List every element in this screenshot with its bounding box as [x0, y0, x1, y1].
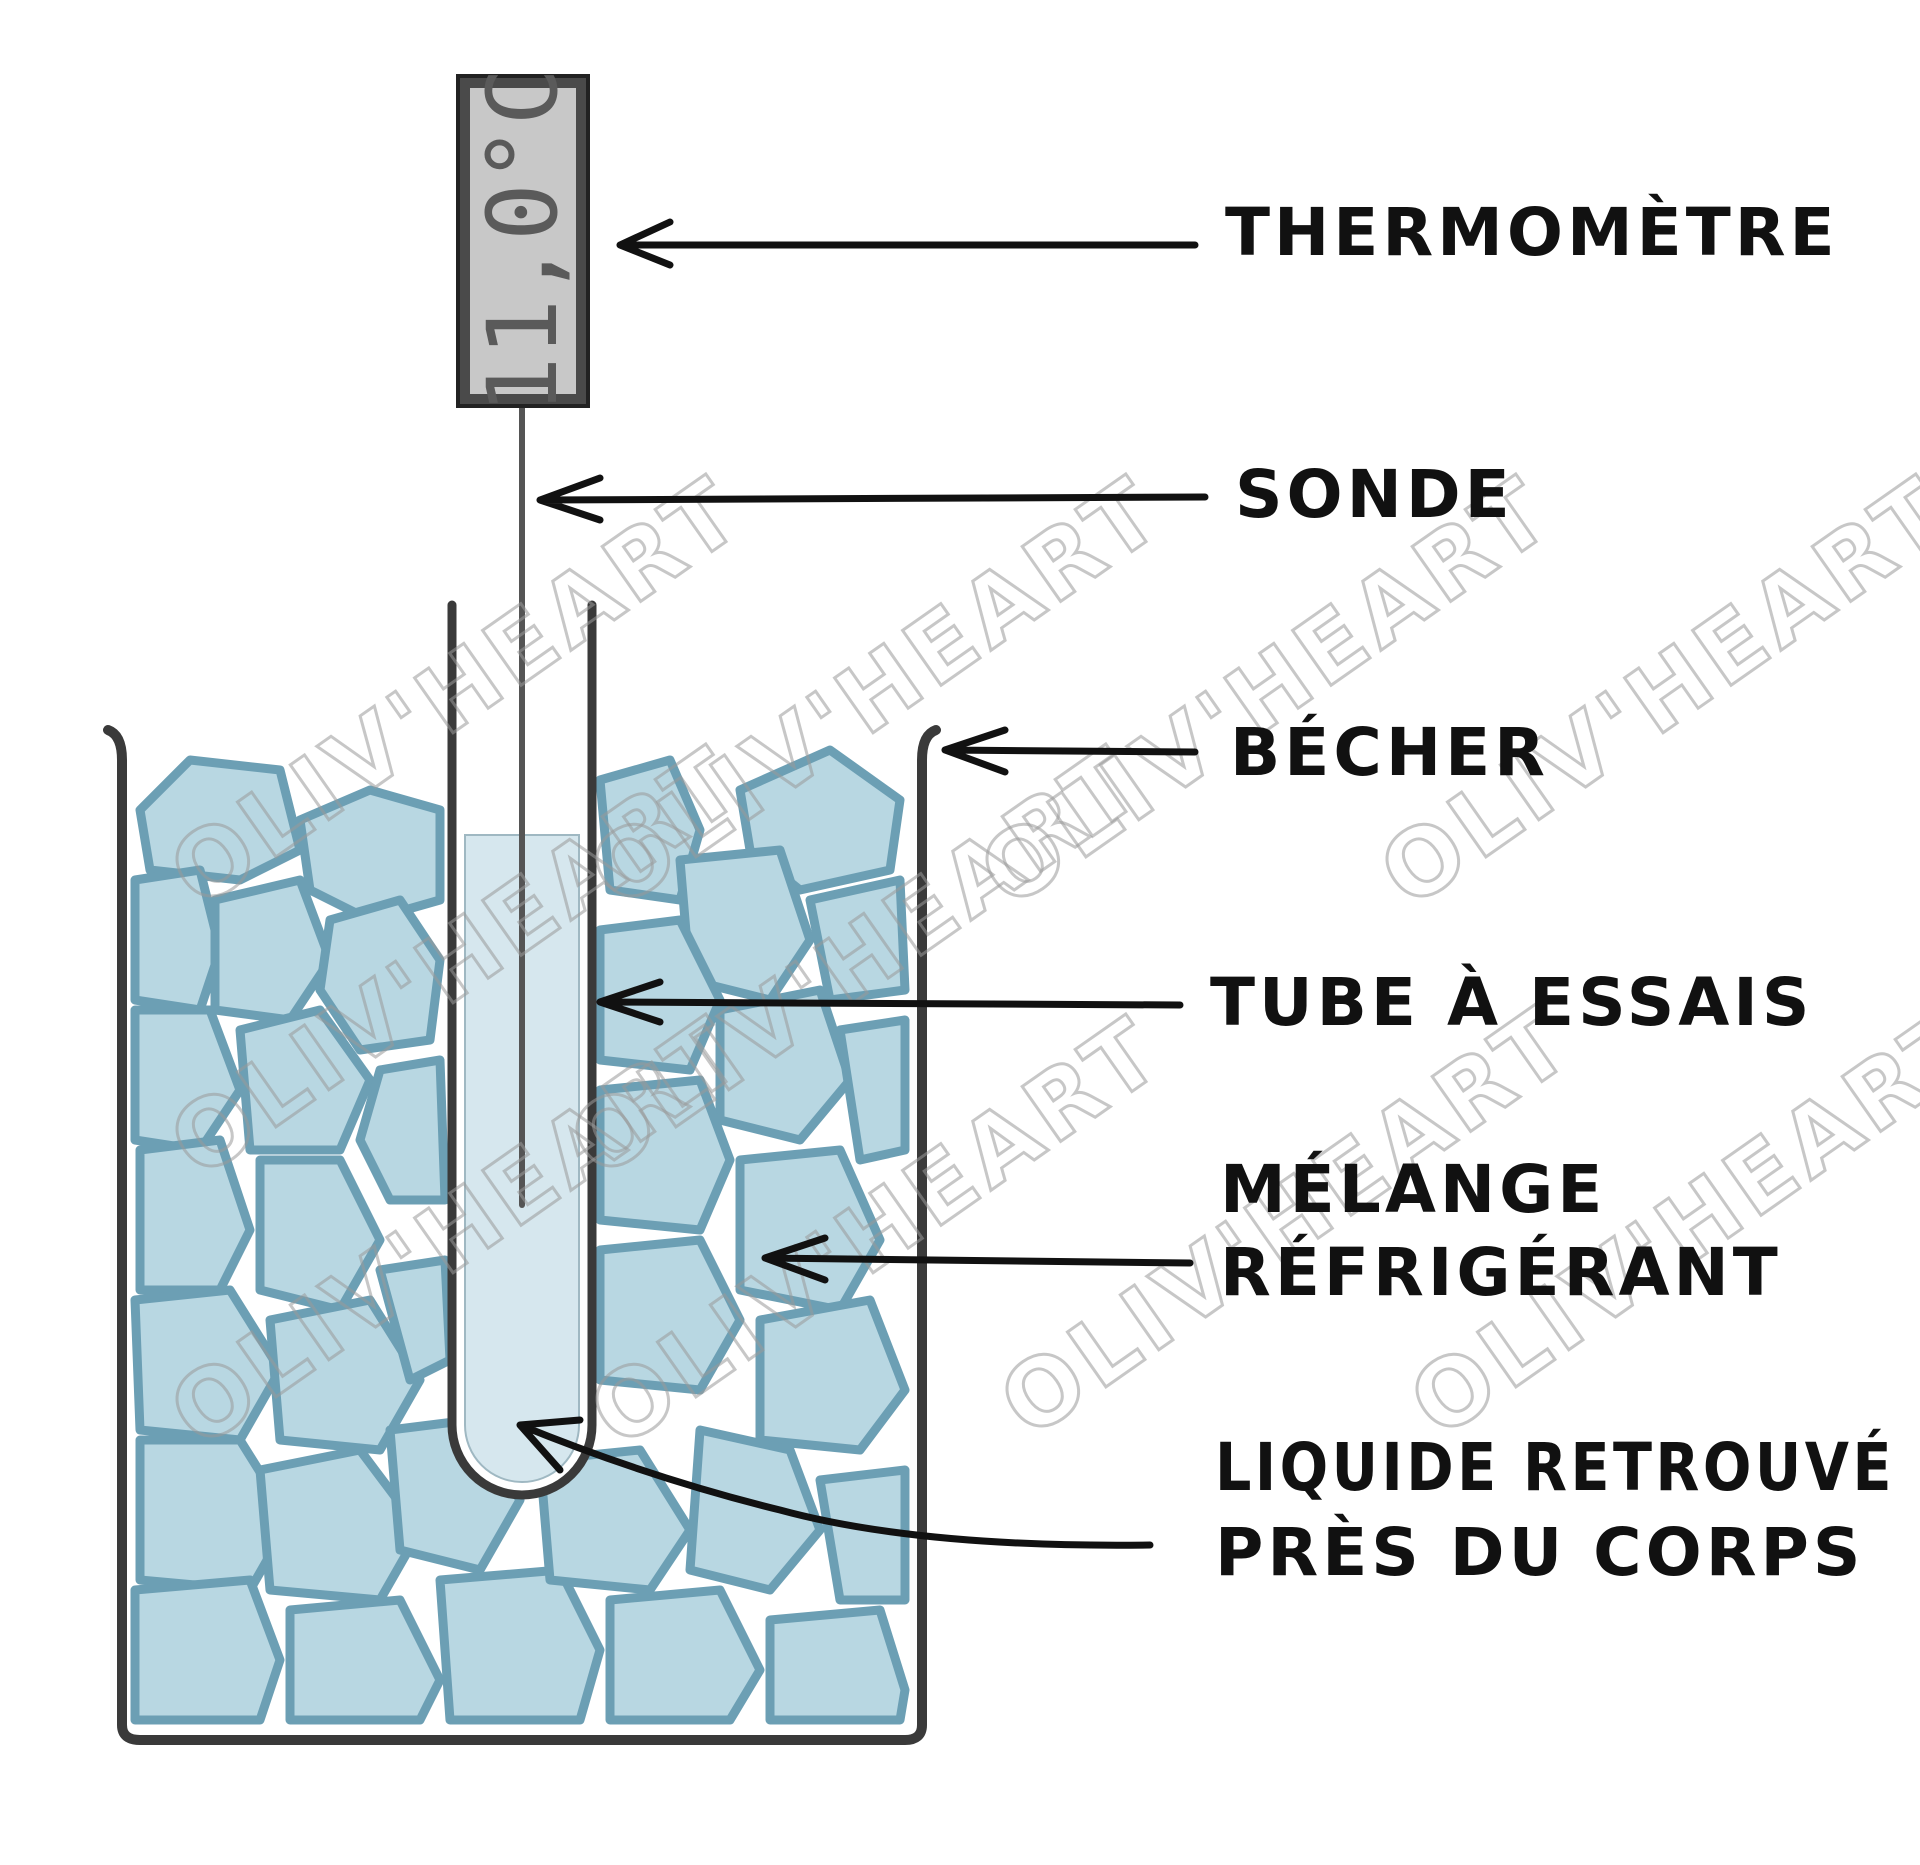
label-liquide-line1: LIQUIDE RETROUVÉ: [1215, 1428, 1895, 1506]
ice-cube: [715, 985, 855, 1145]
ice-cube: [535, 1445, 695, 1595]
ice-cube: [255, 1445, 425, 1605]
ice-cubes: [130, 745, 910, 1725]
ice-cube: [130, 1005, 245, 1155]
arrow-tube: [596, 978, 1184, 1026]
ice-cube: [595, 915, 725, 1075]
arrows: [516, 218, 1209, 1549]
ice-cube: [605, 1585, 765, 1725]
label-melange-line1: MÉLANGE: [1220, 1150, 1606, 1228]
thermometer: 11,0°C: [456, 68, 590, 415]
ice-cube: [285, 1595, 445, 1725]
ice-cube: [805, 875, 910, 1005]
ice-cube: [255, 1155, 385, 1315]
ice-cube: [735, 1145, 885, 1315]
watermarks: OLIV'HEART OLIV'HEART OLIV'HEART OLIV'HE…: [150, 454, 1920, 1469]
ice-cube: [315, 895, 445, 1055]
beaker-outline: [103, 725, 941, 1745]
thermometer-reading: 11,0°C: [467, 68, 579, 415]
ice-cube: [765, 1605, 910, 1725]
ice-cube: [355, 1055, 450, 1205]
ice-cube: [235, 1005, 375, 1155]
ice-cube: [295, 785, 445, 925]
ice-cube: [130, 1285, 285, 1445]
ice-cube: [595, 1075, 735, 1235]
ice-cube: [210, 875, 335, 1025]
ice-cube: [815, 1465, 910, 1605]
ice-cube: [130, 865, 225, 1015]
label-sonde: SONDE: [1235, 456, 1514, 533]
ice-cube: [130, 1575, 285, 1725]
ice-cube: [595, 1235, 745, 1395]
arrow-liquide: [516, 1416, 1154, 1549]
label-thermometre: THERMOMÈTRE: [1225, 193, 1839, 271]
label-becher: BÉCHER: [1230, 713, 1549, 791]
label-melange-line2: RÉFRIGÉRANT: [1220, 1233, 1782, 1311]
ice-cube: [755, 1295, 910, 1455]
ice-cube: [265, 1295, 425, 1455]
arrow-sonde: [536, 474, 1209, 524]
arrow-thermometre: [616, 218, 1199, 269]
ice-cube: [835, 1015, 910, 1165]
ice-cube: [685, 1425, 825, 1595]
label-tube: TUBE À ESSAIS: [1210, 963, 1813, 1041]
arrow-becher: [941, 726, 1199, 776]
ice-cube: [435, 1565, 605, 1725]
labels: THERMOMÈTRE SONDE BÉCHER TUBE À ESSAIS M…: [1210, 193, 1895, 1591]
thermometer-display: [470, 88, 576, 394]
arrow-melange: [761, 1234, 1194, 1284]
label-liquide-line2: PRÈS DU CORPS: [1215, 1513, 1864, 1591]
ice-cube: [135, 1135, 255, 1295]
